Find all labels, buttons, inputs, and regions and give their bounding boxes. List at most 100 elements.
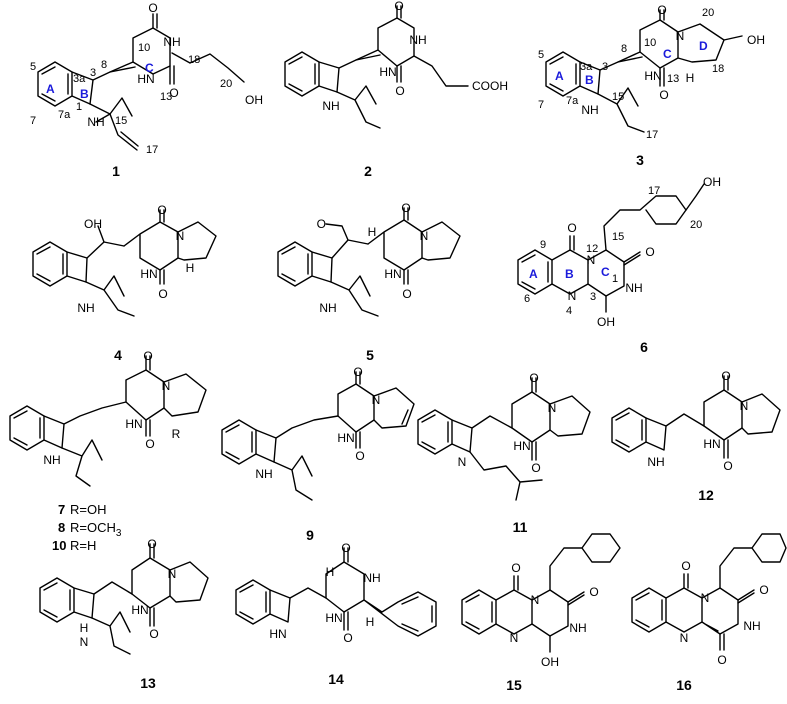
locant-15: 15 xyxy=(612,231,624,243)
atom-o: O xyxy=(531,461,540,475)
atom-o: O xyxy=(148,1,157,15)
locant-3: 3 xyxy=(602,61,608,73)
atom-cooh: COOH xyxy=(472,79,508,93)
atom-nh: NH xyxy=(625,281,642,295)
atom-n: N xyxy=(420,229,429,243)
ring-label-c: C xyxy=(663,47,672,61)
atom-n: N xyxy=(568,289,577,303)
compound-number: 3 xyxy=(636,152,644,168)
atom-oh: OH xyxy=(597,315,615,329)
atom-nh: NH xyxy=(581,103,598,117)
atom-hn: HN xyxy=(337,431,354,445)
structure-compound-14: O NH HN O H H HN 14 xyxy=(235,541,437,687)
atom-o: O xyxy=(657,3,666,17)
atom-h: H xyxy=(80,621,89,635)
structure-compound-4: OH O N HN H O NH 4 xyxy=(32,203,217,363)
locant-9: 9 xyxy=(540,239,546,251)
substituent-label: R=OCH3 xyxy=(70,520,122,539)
atom-r: R xyxy=(172,427,181,441)
structure-compound-16: O N O NH N O 16 xyxy=(631,533,787,693)
atom-nh: NH xyxy=(363,571,380,585)
compound-number: 11 xyxy=(513,519,528,535)
compound-number: 7 xyxy=(58,502,65,517)
compound-number: 6 xyxy=(640,339,648,355)
atom-o: O xyxy=(589,585,598,599)
atom-h: H xyxy=(368,225,377,239)
ring-label-b: B xyxy=(565,267,574,281)
atom-o: O xyxy=(147,537,156,551)
structure-compound-1: O NH HN O OH NH 5 3a 3 8 10 18 20 1 7a 7… xyxy=(30,1,263,179)
structure-compound-7-8-10: O N HN O R NH 7 R=OH 8 R=OCH3 10 R=H xyxy=(9,349,207,553)
atom-n: N xyxy=(168,567,177,581)
locant-18: 18 xyxy=(188,54,200,66)
compound-number: 1 xyxy=(112,163,120,179)
atom-o: O xyxy=(402,287,411,301)
atom-h: H xyxy=(686,71,695,85)
atom-nh: NH xyxy=(409,33,426,47)
locant-13: 13 xyxy=(667,73,679,85)
locant-17: 17 xyxy=(646,129,658,141)
atom-hn: HN xyxy=(131,603,148,617)
structure-compound-13: O N HN O H N 13 xyxy=(39,537,209,691)
locant-7a: 7a xyxy=(566,95,579,107)
ring-label-b: B xyxy=(80,87,89,101)
locant-8: 8 xyxy=(101,59,107,71)
compound-number: 4 xyxy=(114,347,122,363)
atom-hn: HN xyxy=(513,439,530,453)
ring-label-b: B xyxy=(585,73,594,87)
atom-o: O xyxy=(149,627,158,641)
structure-compound-15: O N O NH N OH 15 xyxy=(461,533,621,693)
structure-compound-5: O O N H HN O NH 5 xyxy=(277,201,461,363)
atom-nh: NH xyxy=(322,99,339,113)
atom-o: O xyxy=(341,541,350,555)
locant-20: 20 xyxy=(220,78,232,90)
substituent-label: R=OH xyxy=(70,502,106,517)
atom-o: O xyxy=(401,201,410,215)
compound-number: 12 xyxy=(698,487,714,503)
atom-o: O xyxy=(721,369,730,383)
atom-o: O xyxy=(169,86,178,100)
atom-hn: HN xyxy=(125,417,142,431)
atom-hn: HN xyxy=(379,65,396,79)
locant-17: 17 xyxy=(648,185,660,197)
locant-13: 13 xyxy=(160,91,172,103)
locant-12: 12 xyxy=(586,243,598,255)
atom-n: N xyxy=(548,401,557,415)
ring-label-c: C xyxy=(145,61,154,75)
atom-o: O xyxy=(394,0,403,13)
atom-h: H xyxy=(366,615,375,629)
atom-hn: HN xyxy=(140,267,157,281)
atom-nh: NH xyxy=(743,619,760,633)
atom-hn: HN xyxy=(384,267,401,281)
compound-number: 16 xyxy=(676,677,692,693)
ring-label-d: D xyxy=(699,39,708,53)
compound-number: 14 xyxy=(328,671,344,687)
atom-oh: OH xyxy=(747,33,765,47)
locant-3a: 3a xyxy=(73,73,86,85)
atom-n: N xyxy=(701,591,710,605)
atom-hn: HN xyxy=(325,611,342,625)
atom-o: O xyxy=(157,203,166,217)
compound-number: 9 xyxy=(306,527,314,543)
atom-nh: NH xyxy=(569,621,586,635)
atom-n: N xyxy=(680,631,689,645)
atom-o: O xyxy=(395,84,404,98)
atom-n: N xyxy=(80,635,89,649)
atom-oh: OH xyxy=(245,93,263,107)
atom-o: O xyxy=(353,365,362,379)
atom-o: O xyxy=(723,459,732,473)
atom-n: N xyxy=(510,631,519,645)
atom-nh: NH xyxy=(77,301,94,315)
atom-hn: HN xyxy=(137,72,154,86)
locant-1: 1 xyxy=(76,101,82,113)
atom-o: O xyxy=(645,245,654,259)
locant-10: 10 xyxy=(138,42,150,54)
structure-compound-2: O NH HN O COOH NH 2 xyxy=(284,0,508,179)
atom-o: O xyxy=(158,287,167,301)
ring-label-a: A xyxy=(555,69,564,83)
atom-nh: NH xyxy=(163,35,180,49)
compound-number: 10 xyxy=(52,538,66,553)
atom-nh: NH xyxy=(647,455,664,469)
locant-15: 15 xyxy=(115,115,127,127)
locant-7: 7 xyxy=(538,99,544,111)
